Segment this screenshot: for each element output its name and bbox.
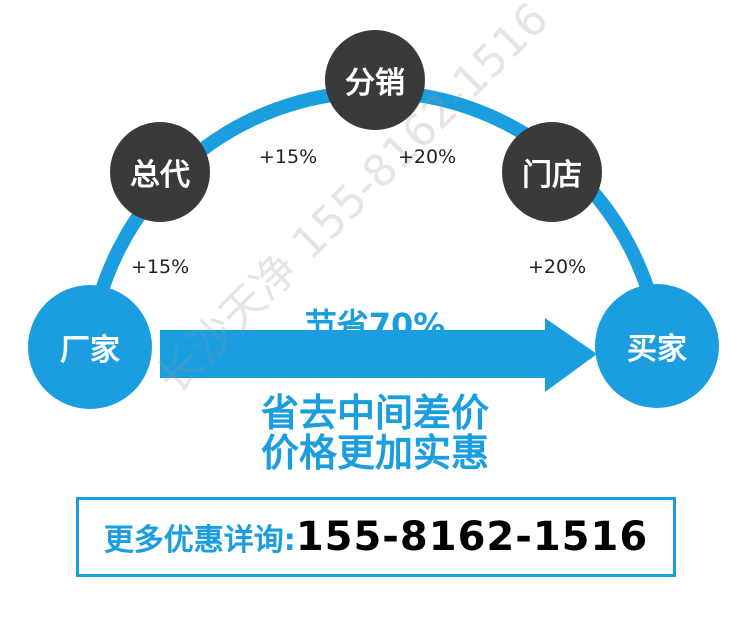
node-distributor: 分销 [325, 30, 425, 130]
node-store: 门店 [502, 122, 602, 222]
node-factory: 厂家 [28, 285, 152, 409]
markup-factory-agent: +15% [131, 256, 190, 278]
slogan-line-2: 价格更加实惠 [260, 431, 489, 475]
savings-label: 节省70% [304, 306, 446, 344]
arrow-shaft [160, 330, 548, 378]
contact-box: 更多优惠详询: 155-8162-1516 [76, 497, 676, 577]
arrow-head [545, 318, 597, 392]
markup-distributor-store: +20% [398, 146, 457, 168]
node-buyer: 买家 [595, 284, 719, 408]
slogan-line-1: 省去中间差价 [260, 391, 489, 435]
slogan: 省去中间差价 价格更加实惠 [200, 393, 550, 473]
markup-store-buyer: +20% [528, 256, 587, 278]
contact-phone: 155-8162-1516 [295, 514, 649, 560]
contact-label: 更多优惠详询: [103, 523, 296, 558]
node-general-agent: 总代 [110, 122, 210, 222]
markup-agent-distributor: +15% [259, 146, 318, 168]
